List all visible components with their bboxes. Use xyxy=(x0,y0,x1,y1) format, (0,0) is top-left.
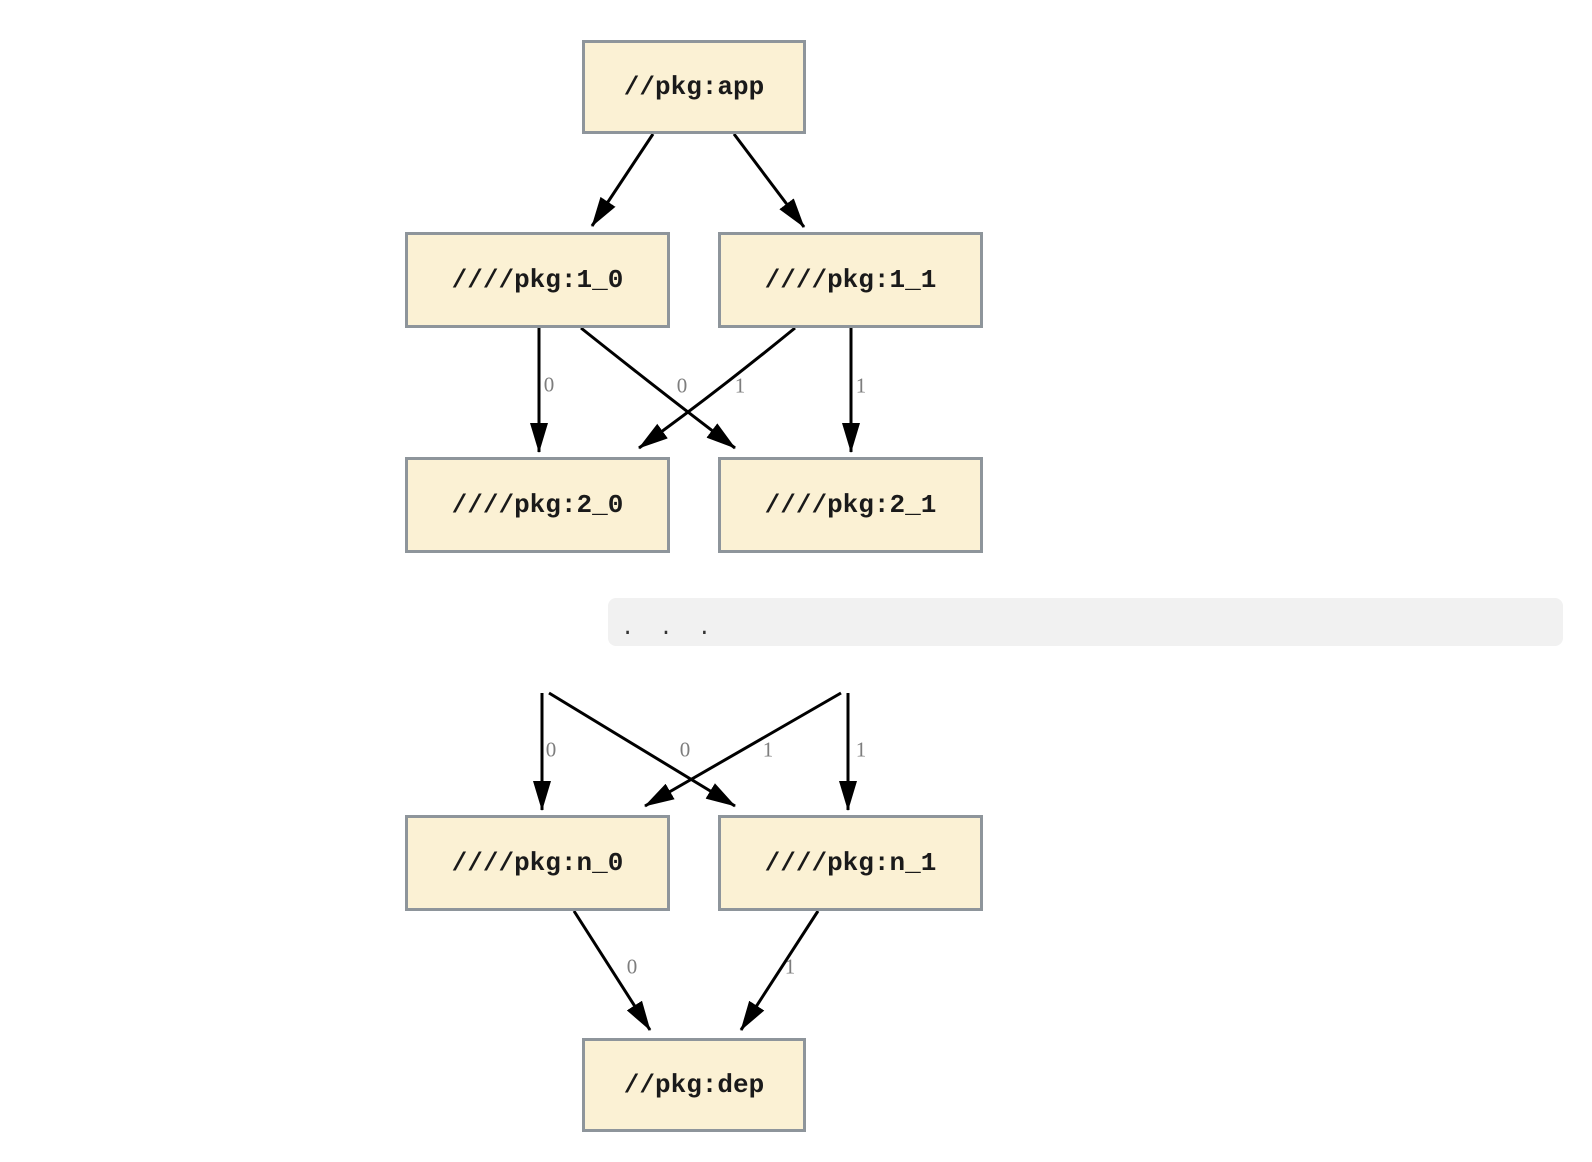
edge-label-hidden-right-to-n-1: 1 xyxy=(855,737,867,762)
node-pkg-n-1: ////pkg:n_1 xyxy=(718,815,983,911)
node-pkg-1-1-label: ////pkg:1_1 xyxy=(764,265,937,295)
node-pkg-1-1: ////pkg:1_1 xyxy=(718,232,983,328)
ellipsis-text: . . . xyxy=(621,616,718,641)
edge-label-1-1-to-2-0: 0 xyxy=(676,373,688,398)
node-pkg-app: //pkg:app xyxy=(582,40,806,134)
edge-label-hidden-left-to-n-0: 0 xyxy=(545,737,557,762)
edge-label-hidden-right-to-n-0: 0 xyxy=(679,737,691,762)
node-pkg-app-label: //pkg:app xyxy=(623,72,765,102)
edge-hidden-right-to-n-0 xyxy=(644,691,842,808)
edge-1-0-to-2-1 xyxy=(580,326,736,450)
node-pkg-1-0: ////pkg:1_0 xyxy=(405,232,670,328)
ellipsis-bar: . . . xyxy=(608,598,1563,646)
edge-n-1-to-dep xyxy=(739,910,820,1031)
node-pkg-dep-label: //pkg:dep xyxy=(623,1070,765,1100)
node-pkg-n-0-label: ////pkg:n_0 xyxy=(451,848,624,878)
edge-1-1-to-2-0 xyxy=(638,326,796,450)
edge-label-n-1-to-dep: 1 xyxy=(784,954,796,979)
edge-label-1-1-to-2-1: 1 xyxy=(855,373,867,398)
node-pkg-n-0: ////pkg:n_0 xyxy=(405,815,670,911)
edge-hidden-left-to-n-1 xyxy=(548,691,736,808)
edge-label-n-0-to-dep: 0 xyxy=(626,954,638,979)
edge-app-to-1-0 xyxy=(590,133,655,227)
edge-label-1-0-to-2-1: 1 xyxy=(734,373,746,398)
edge-label-hidden-left-to-n-1: 1 xyxy=(762,737,774,762)
edge-app-to-1-1 xyxy=(732,133,806,228)
node-pkg-1-0-label: ////pkg:1_0 xyxy=(451,265,624,295)
node-pkg-2-1-label: ////pkg:2_1 xyxy=(764,490,937,520)
node-pkg-2-0: ////pkg:2_0 xyxy=(405,457,670,553)
node-pkg-dep: //pkg:dep xyxy=(582,1038,806,1132)
edge-n-0-to-dep xyxy=(572,910,652,1031)
node-pkg-2-1: ////pkg:2_1 xyxy=(718,457,983,553)
node-pkg-2-0-label: ////pkg:2_0 xyxy=(451,490,624,520)
edge-label-1-0-to-2-0: 0 xyxy=(543,372,555,397)
node-pkg-n-1-label: ////pkg:n_1 xyxy=(764,848,937,878)
